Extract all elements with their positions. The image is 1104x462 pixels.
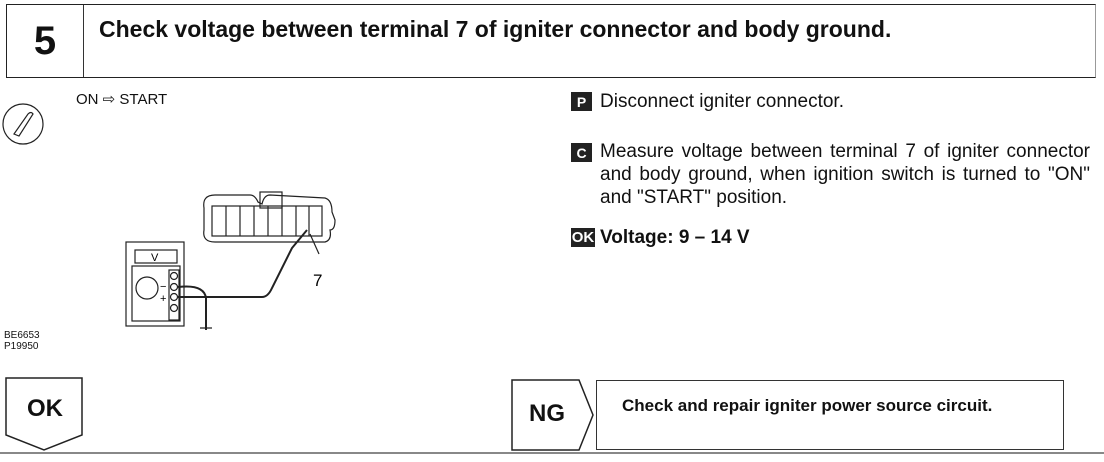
ignition-key-icon — [2, 103, 44, 145]
connector-meter-diagram: 7 V − + — [125, 191, 336, 330]
spec-voltage: Voltage: 9 – 14 V — [600, 227, 750, 248]
figure-code: P19950 — [4, 341, 39, 352]
step-header: 5 Check voltage between terminal 7 of ig… — [6, 4, 1096, 78]
ok-branch-arrow[interactable] — [5, 377, 85, 452]
step-disconnect: Disconnect igniter connector. — [600, 91, 844, 112]
step-badge-c: C — [571, 143, 592, 162]
terminal-label: 7 — [313, 271, 322, 290]
figure-code: BE6653 — [4, 330, 40, 341]
meter-label: V — [151, 252, 159, 264]
step-measure: Measure voltage between terminal 7 of ig… — [600, 141, 1090, 208]
plus-label: + — [160, 293, 166, 305]
ng-branch-label[interactable]: NG — [529, 400, 565, 427]
switch-label: ON ⇨ START — [76, 91, 168, 108]
ok-branch-label[interactable]: OK — [27, 395, 63, 422]
bottom-divider — [0, 452, 1104, 454]
voltmeter — [125, 241, 185, 327]
ground-icon — [200, 327, 212, 329]
step-number: 5 — [7, 5, 84, 77]
minus-label: − — [160, 281, 166, 293]
step-badge-ok: OK — [571, 228, 595, 247]
ng-branch-arrow[interactable] — [511, 379, 595, 452]
figure-codes: BE6653 P19950 — [4, 330, 40, 352]
igniter-connector — [203, 191, 336, 255]
step-badge-p: P — [571, 92, 592, 111]
ng-action-box: Check and repair igniter power source ci… — [596, 380, 1064, 450]
test-leads — [177, 229, 308, 330]
step-title: Check voltage between terminal 7 of igni… — [99, 16, 892, 42]
